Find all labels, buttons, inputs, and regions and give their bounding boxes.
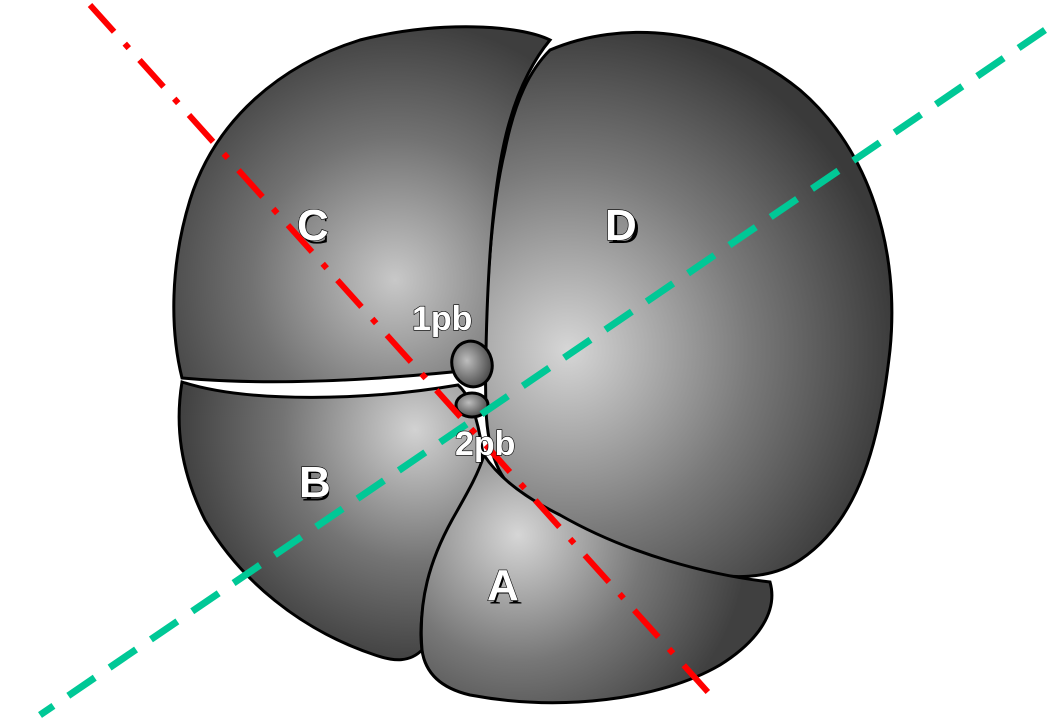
label-c: C: [297, 201, 329, 250]
label-d: D: [605, 201, 637, 250]
blastomere-d: [484, 30, 894, 578]
blastomere-c: [172, 25, 553, 384]
label-b-shadow: B: [302, 461, 331, 510]
label-a: A: [487, 561, 519, 610]
first-polar-body: [450, 339, 494, 389]
label-second-polar-body: 2pb: [455, 425, 515, 463]
label-b: B: [299, 458, 331, 507]
label-c-shadow: C: [300, 204, 329, 253]
green-dashed-axis: [38, 27, 1047, 718]
red-dash-dot-axis: [87, 2, 718, 703]
label-a-shadow: A: [490, 564, 522, 613]
label-d-shadow: D: [608, 204, 640, 253]
blastomere-a: [419, 451, 774, 705]
label-first-polar-body: 1pb: [412, 300, 472, 338]
